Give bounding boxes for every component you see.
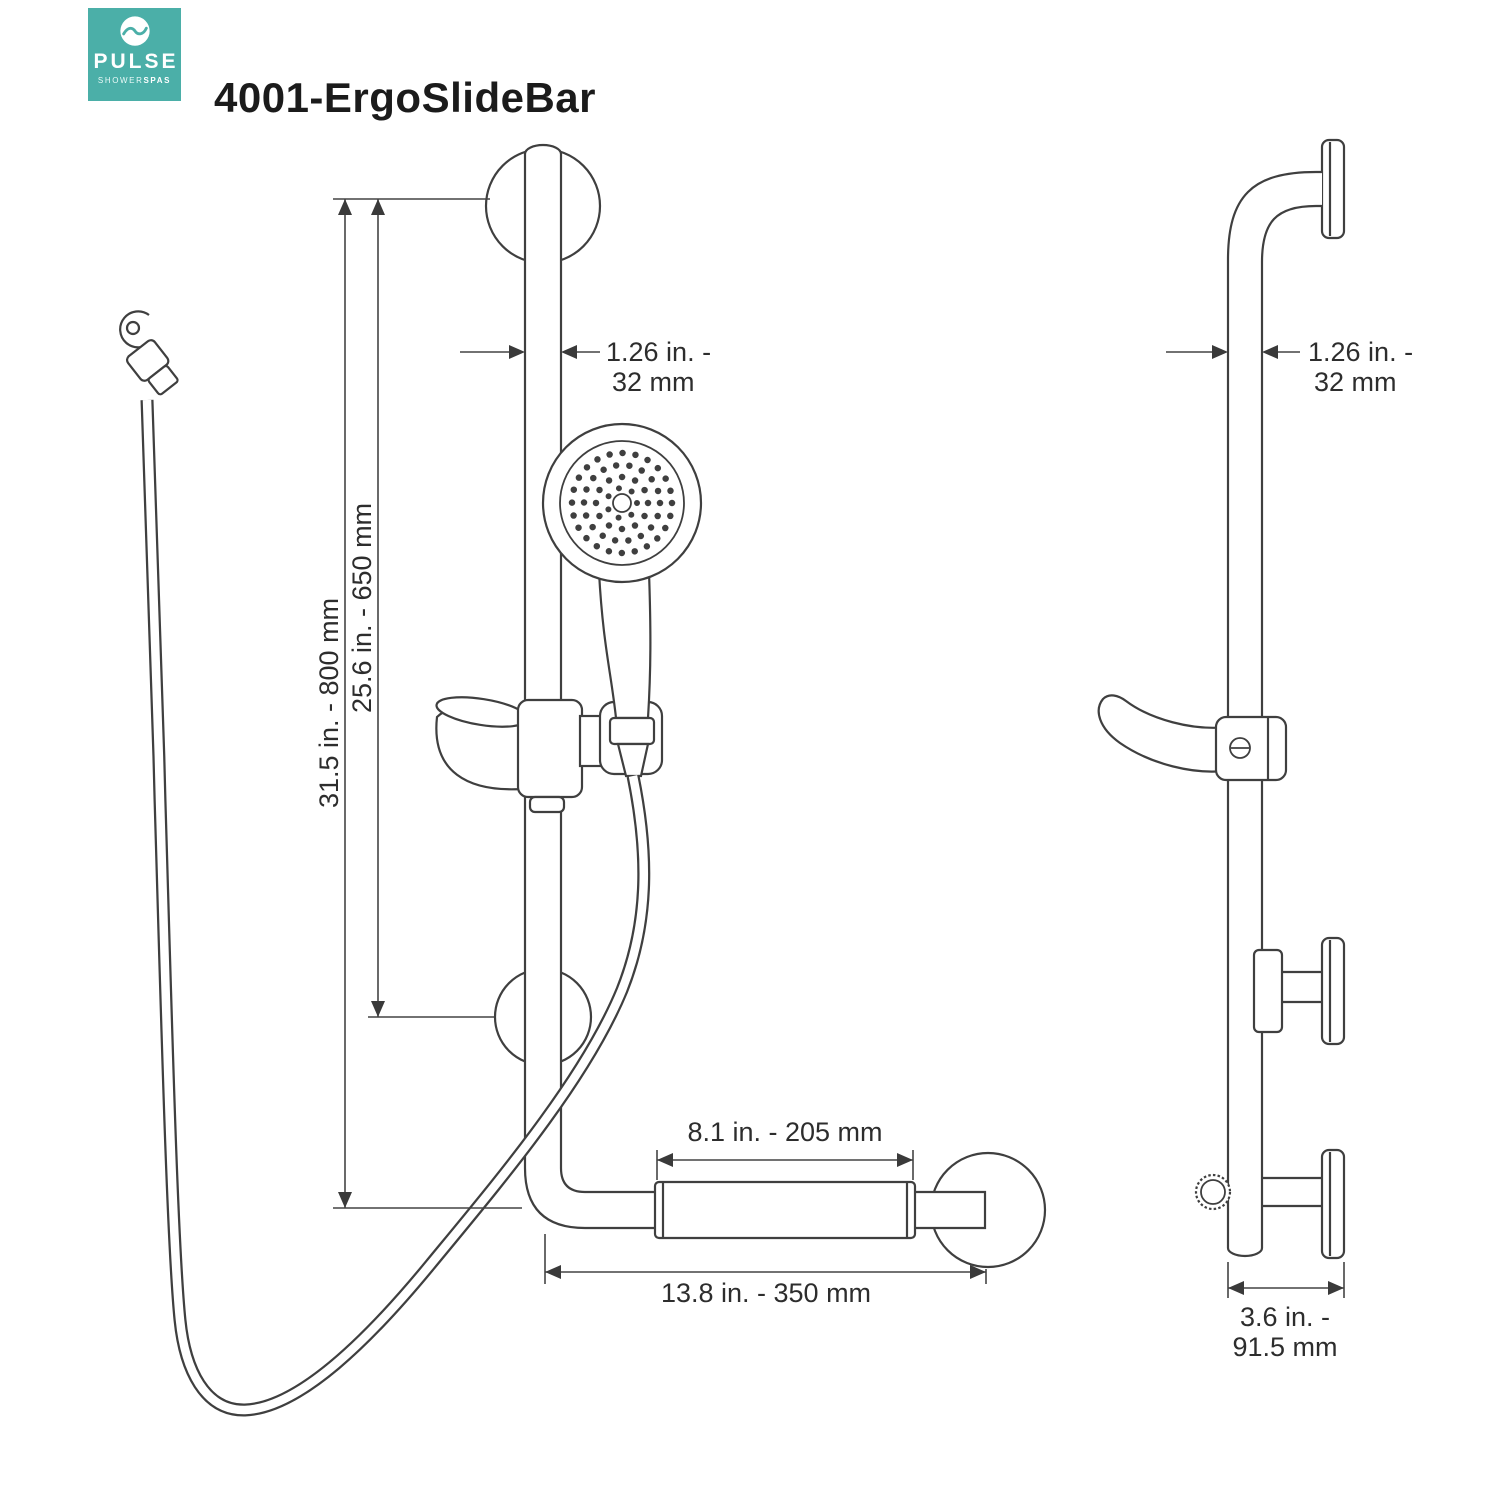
dim-front-bar-diameter-label-2: 32 mm: [612, 367, 695, 397]
brand-name: PULSE: [93, 50, 179, 73]
brand-wave-icon: [119, 16, 150, 46]
dim-grip-length: 8.1 in. - 205 mm: [656, 1117, 914, 1180]
release-lever: [1097, 694, 1230, 773]
front-view: [119, 143, 1047, 1417]
clamp-tab: [528, 795, 566, 814]
bar-clamp: [516, 698, 584, 799]
dim-side-bar-diameter-label-1: 1.26 in. -: [1308, 337, 1413, 367]
dim-bottom-bar-length: 13.8 in. - 350 mm: [544, 1234, 987, 1308]
dim-overall-height: 31.5 in. - 800 mm: [314, 198, 522, 1209]
brand-tagline: SHOWERSPAS: [98, 76, 171, 85]
hose-nut: [608, 716, 656, 746]
side-view: [1097, 138, 1346, 1260]
dim-mount-spacing-label: 25.6 in. - 650 mm: [347, 503, 377, 713]
brand-tagline-shower: SHOWER: [97, 76, 144, 85]
dim-front-bar-diameter: 1.26 in. - 32 mm: [460, 337, 711, 397]
hose-cone: [616, 742, 650, 778]
dim-side-bar-diameter-label-2: 32 mm: [1314, 367, 1397, 397]
side-top-flange: [1320, 138, 1346, 240]
bottom-mount-arm: [1194, 1173, 1322, 1211]
dim-wall-projection: 3.6 in. - 91.5 mm: [1227, 1262, 1345, 1362]
dim-mount-spacing: 25.6 in. - 650 mm: [347, 199, 494, 1018]
middle-mount-arm: [1252, 948, 1322, 1034]
dim-wall-projection-label-1: 3.6 in. -: [1240, 1302, 1330, 1332]
dim-bottom-bar-length-label: 13.8 in. - 350 mm: [661, 1278, 871, 1308]
grip-sleeve: [653, 1180, 917, 1240]
dimension-annotations: 1.26 in. - 32 mm 31.5 in. - 800 mm 25.6 …: [314, 198, 1413, 1362]
dim-overall-height-label: 31.5 in. - 800 mm: [314, 598, 344, 808]
side-wall-flanges: [1320, 138, 1346, 1260]
dim-grip-length-label: 8.1 in. - 205 mm: [687, 1117, 882, 1147]
spray-nozzles: [568, 449, 676, 557]
dim-front-bar-diameter-label-1: 1.26 in. -: [606, 337, 711, 367]
brand-logo: PULSE SHOWERSPAS: [88, 8, 181, 101]
brand-tagline-spas: SPAS: [143, 76, 172, 85]
shower-handle: [597, 570, 652, 720]
middle-mount-collar: [1252, 948, 1284, 1034]
hose-wall-connector: [119, 310, 179, 396]
clamp-body: [1214, 715, 1288, 782]
hand-shower: [541, 422, 703, 778]
side-bar-tube: [1226, 170, 1322, 1258]
shower-hose: [140, 399, 651, 1417]
spray-center: [612, 493, 632, 513]
side-middle-flange: [1320, 936, 1346, 1046]
slide-bar-tube: [523, 143, 987, 1230]
page-title: 4001-ErgoSlideBar: [214, 74, 596, 121]
slider-clamp: [1097, 694, 1288, 782]
dim-side-bar-diameter: 1.26 in. - 32 mm: [1166, 337, 1413, 397]
dim-wall-projection-label-2: 91.5 mm: [1232, 1332, 1337, 1362]
side-bottom-flange: [1320, 1148, 1346, 1260]
